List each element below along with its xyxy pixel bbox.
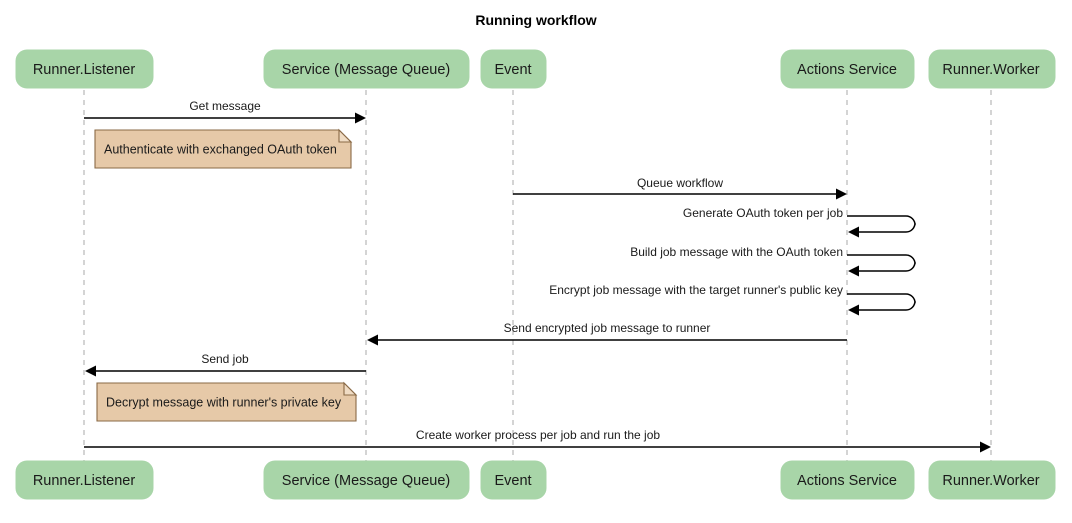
arrowhead	[848, 226, 859, 238]
participant-box	[480, 49, 547, 89]
participant-box	[780, 49, 915, 89]
participant-service-mq-bottom[interactable]: Service (Message Queue)	[263, 460, 470, 500]
participant-box	[480, 460, 547, 500]
message-label: Get message	[189, 99, 261, 113]
participant-box	[928, 49, 1056, 89]
participant-runner-worker-top[interactable]: Runner.Worker	[928, 49, 1056, 89]
note-body	[94, 129, 352, 169]
message-label: Send encrypted job message to runner	[504, 321, 711, 335]
message-label: Create worker process per job and run th…	[416, 428, 660, 442]
participant-runner-worker-bottom[interactable]: Runner.Worker	[928, 460, 1056, 500]
message-send-encrypted-job-message[interactable]: Send encrypted job message to runner	[367, 321, 847, 346]
message-label: Queue workflow	[637, 176, 723, 190]
self-loop-path	[847, 215, 916, 233]
participant-box	[263, 460, 470, 500]
participant-actions-service-top[interactable]: Actions Service	[780, 49, 915, 89]
arrowhead	[836, 188, 847, 200]
participant-label: Service (Message Queue)	[282, 473, 450, 489]
participant-label: Runner.Listener	[33, 473, 136, 489]
participant-box	[15, 460, 154, 500]
self-loop-path	[847, 293, 916, 311]
message-get-message[interactable]: Get message	[84, 99, 366, 124]
participant-label: Actions Service	[797, 62, 897, 78]
participant-label: Event	[494, 473, 531, 489]
message-send-job[interactable]: Send job	[85, 352, 366, 377]
message-label: Send job	[201, 352, 249, 366]
message-label: Encrypt job message with the target runn…	[549, 283, 843, 297]
message-label: Build job message with the OAuth token	[630, 245, 843, 259]
participant-event-bottom[interactable]: Event	[480, 460, 547, 500]
participant-box	[928, 460, 1056, 500]
note-note-decrypt: Decrypt message with runner's private ke…	[96, 381, 358, 422]
arrowhead	[848, 304, 859, 316]
participant-box	[263, 49, 470, 89]
participant-label: Service (Message Queue)	[282, 62, 450, 78]
message-build-job-message[interactable]: Build job message with the OAuth token	[630, 245, 916, 277]
self-loop-path	[847, 254, 916, 272]
note-label: Authenticate with exchanged OAuth token	[104, 142, 337, 156]
message-queue-workflow[interactable]: Queue workflow	[513, 176, 847, 200]
participant-label: Runner.Worker	[942, 62, 1039, 78]
note-fold-corner	[338, 128, 353, 143]
participant-runner-listener-top[interactable]: Runner.Listener	[15, 49, 154, 89]
message-generate-oauth-token[interactable]: Generate OAuth token per job	[683, 206, 916, 238]
lifelines-layer	[83, 90, 992, 461]
message-label: Generate OAuth token per job	[683, 206, 843, 220]
diagram-title: Running workflow	[475, 12, 596, 28]
participant-actions-service-bottom[interactable]: Actions Service	[780, 460, 915, 500]
participant-label: Event	[494, 62, 531, 78]
participant-event-top[interactable]: Event	[480, 49, 547, 89]
arrowhead	[85, 365, 96, 377]
notes-layer: Authenticate with exchanged OAuth tokenD…	[94, 128, 358, 422]
participant-box	[15, 49, 154, 89]
note-body	[96, 382, 357, 422]
note-note-authenticate: Authenticate with exchanged OAuth token	[94, 128, 353, 169]
message-create-worker-process[interactable]: Create worker process per job and run th…	[84, 428, 991, 453]
participant-service-mq-top[interactable]: Service (Message Queue)	[263, 49, 470, 89]
participant-label: Actions Service	[797, 473, 897, 489]
note-fold-corner	[343, 381, 358, 396]
arrowhead	[355, 112, 366, 124]
participant-label: Runner.Worker	[942, 473, 1039, 489]
note-label: Decrypt message with runner's private ke…	[106, 395, 342, 409]
arrowhead	[980, 441, 991, 453]
arrowhead	[848, 265, 859, 277]
participant-label: Runner.Listener	[33, 62, 136, 78]
participant-runner-listener-bottom[interactable]: Runner.Listener	[15, 460, 154, 500]
arrowhead	[367, 334, 378, 346]
message-encrypt-job-message[interactable]: Encrypt job message with the target runn…	[549, 283, 916, 316]
participant-box	[780, 460, 915, 500]
